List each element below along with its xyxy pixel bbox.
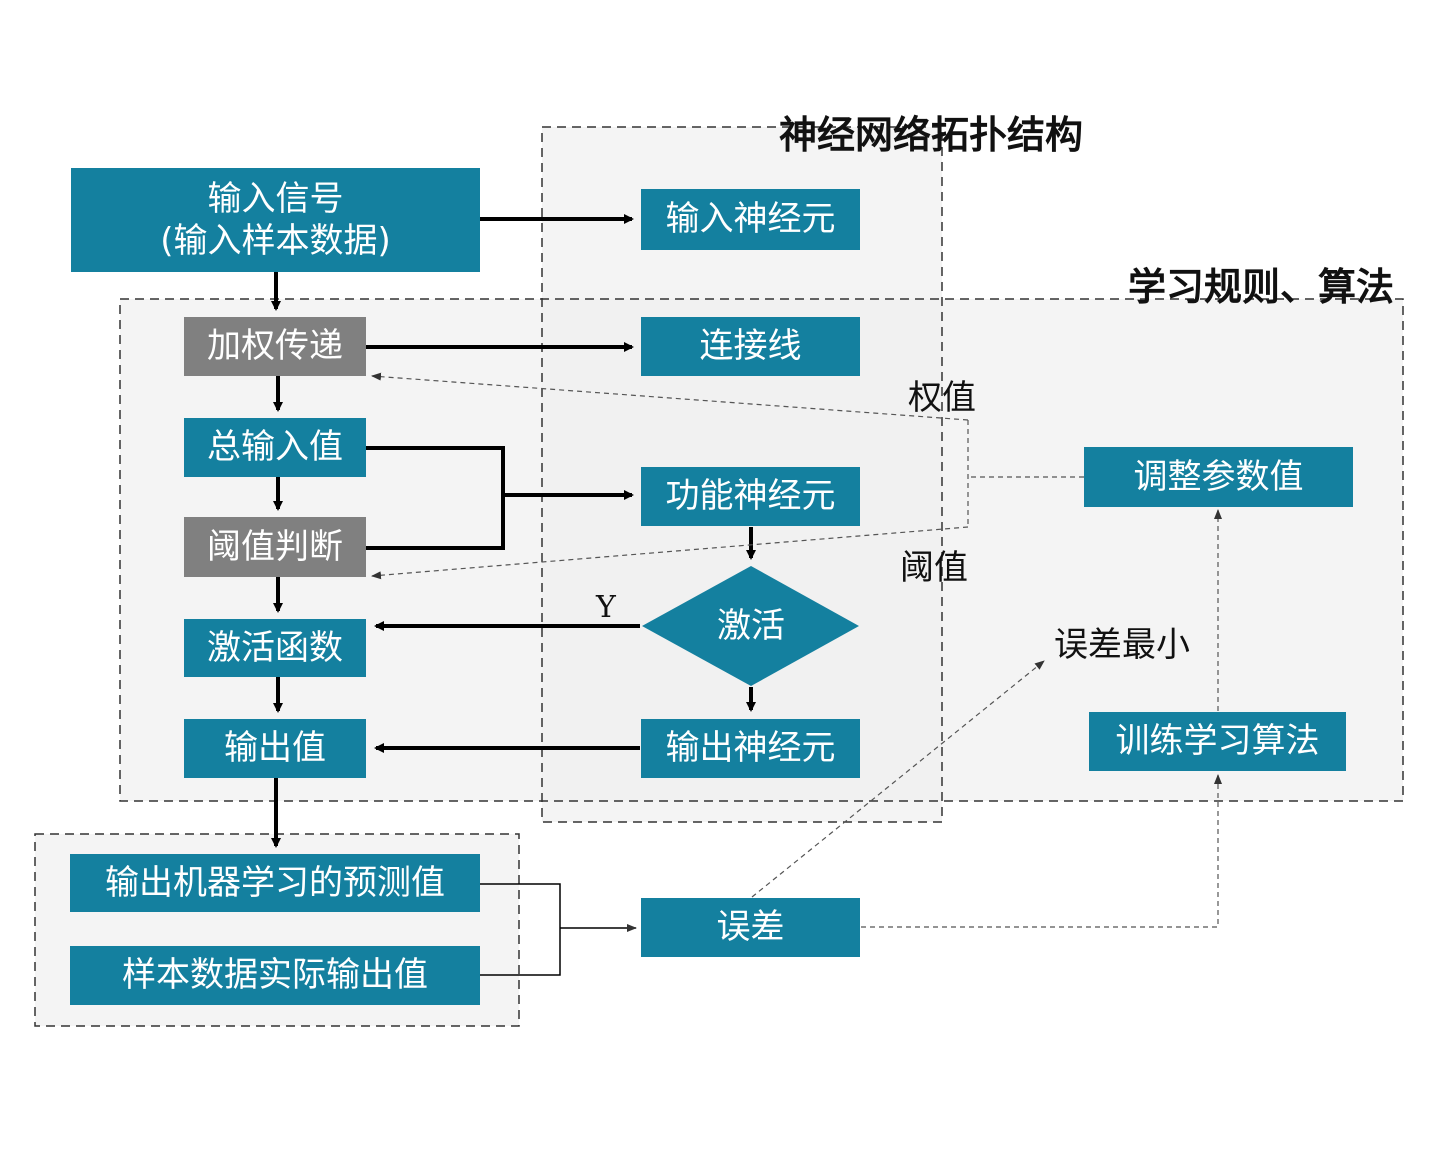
learning-rules-border <box>119 298 1404 802</box>
activation-diamond <box>642 566 859 686</box>
actual-output-box: 样本数据实际输出值 <box>70 946 480 1005</box>
weighted-transfer-box: 加权传递 <box>184 317 366 376</box>
yes-label: Y <box>596 590 616 625</box>
topology-border <box>541 126 943 823</box>
bracket-total-threshold <box>366 446 505 550</box>
training-algorithm-box: 训练学习算法 <box>1089 712 1346 771</box>
bracket-error-compare <box>480 883 561 976</box>
input-signal-line2: (输入样本数据) <box>160 221 391 261</box>
min-error-label: 误差最小 <box>1054 625 1190 665</box>
connection-line-box: 连接线 <box>641 317 860 376</box>
activation-diamond-label: 激活 <box>717 605 785 646</box>
activation-function-box: 激活函数 <box>184 619 366 677</box>
dashed-weight-feedback <box>371 372 969 421</box>
threshold-judgment-box: 阈值判断 <box>184 517 366 577</box>
learning-rules-title: 学习规则、算法 <box>1128 265 1395 309</box>
predicted-output-box: 输出机器学习的预测值 <box>70 854 480 912</box>
threshold-label: 阈值 <box>900 548 968 588</box>
adjust-params-box: 调整参数值 <box>1084 447 1353 507</box>
input-neuron-box: 输入神经元 <box>641 189 860 250</box>
input-signal-box: 输入信号 (输入样本数据) <box>71 168 480 272</box>
weight-label: 权值 <box>908 378 976 418</box>
error-box: 误差 <box>641 898 860 957</box>
dashed-error-to-training <box>861 774 1222 928</box>
output-neuron-box: 输出神经元 <box>641 719 860 778</box>
input-signal-line1: 输入信号 <box>207 178 344 219</box>
functional-neuron-box: 功能神经元 <box>641 467 860 526</box>
dashed-threshold-feedback <box>371 526 969 580</box>
dashed-error-to-min-error <box>751 660 1045 898</box>
total-input-box: 总输入值 <box>184 418 366 477</box>
output-value-box: 输出值 <box>184 719 366 778</box>
topology-title: 神经网络拓扑结构 <box>779 113 1084 157</box>
